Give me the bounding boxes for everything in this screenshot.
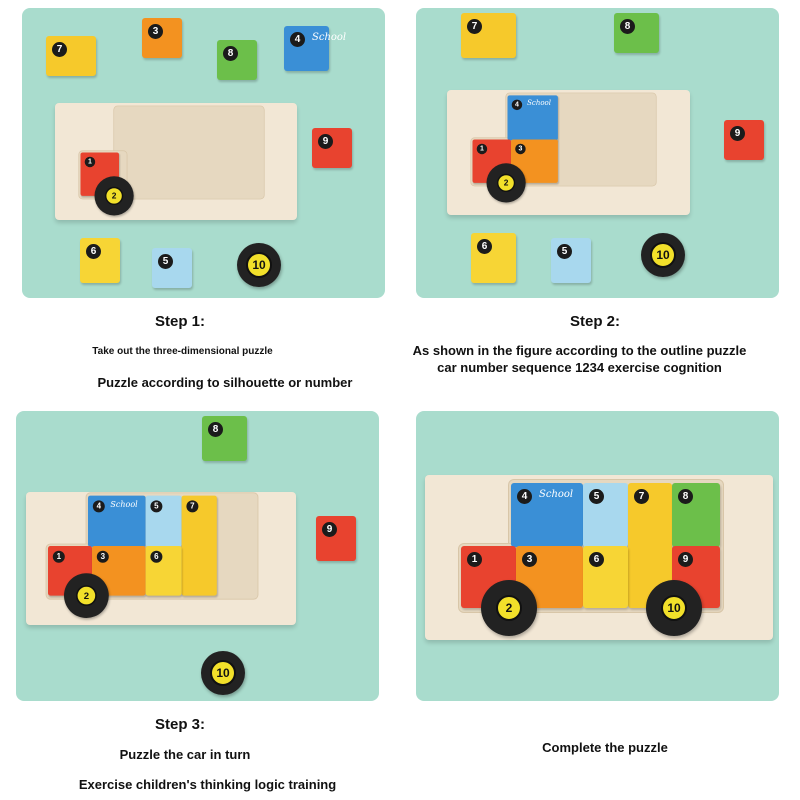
puzzle-piece-6: 6	[145, 546, 182, 596]
piece-number: 9	[322, 522, 337, 537]
piece-number: 9	[318, 134, 333, 149]
school-label: School	[527, 99, 551, 108]
puzzle-piece-8: 8	[217, 40, 257, 80]
puzzle-piece-4: 4 School	[511, 483, 583, 547]
piece-number: 1	[84, 156, 96, 168]
piece-number: 4	[92, 500, 105, 513]
puzzle-piece-9: 9	[312, 128, 352, 168]
complete-text: Complete the puzzle	[542, 740, 668, 755]
piece-number: 4	[290, 32, 305, 47]
piece-number: 8	[620, 19, 635, 34]
puzzle-piece-2: 2	[94, 176, 134, 216]
piece-number: 4	[511, 99, 523, 111]
puzzle-piece-4: 4 School	[88, 495, 146, 547]
piece-number: 9	[678, 552, 693, 567]
puzzle-piece-4: 4 School	[507, 95, 558, 141]
piece-number: 5	[158, 254, 173, 269]
step3-line1: Puzzle the car in turn	[119, 747, 251, 762]
piece-number: 1	[467, 552, 482, 567]
puzzle-piece-5: 5	[152, 248, 192, 288]
step3-line2: Exercise children's thinking logic train…	[78, 777, 337, 792]
puzzle-piece-3: 3	[142, 18, 182, 58]
puzzle-piece-2: 2	[64, 573, 109, 618]
school-label: School	[539, 489, 574, 500]
piece-number: 3	[515, 143, 526, 155]
piece-number: 8	[223, 46, 238, 61]
puzzle-piece-4: 4 School	[284, 26, 346, 71]
piece-number: 5	[589, 489, 604, 504]
piece-number: 10	[210, 660, 236, 686]
puzzle-piece-6: 6	[471, 233, 516, 283]
piece-number: 2	[496, 595, 522, 621]
puzzle-piece-5: 5	[583, 483, 628, 547]
piece-number: 7	[467, 19, 482, 34]
puzzle-piece-7: 7	[181, 495, 217, 596]
complete-image: 4 School 5 7 8 1 3 6 9 2 10	[416, 411, 779, 701]
puzzle-piece-10: 10	[237, 243, 281, 287]
piece-number: 6	[477, 239, 492, 254]
piece-number: 3	[522, 552, 537, 567]
step2-title: Step 2:	[569, 313, 620, 330]
piece-number: 7	[52, 42, 67, 57]
puzzle-piece-6: 6	[80, 238, 120, 283]
puzzle-piece-8: 8	[672, 483, 720, 547]
step2-text: As shown in the figure according to the …	[412, 343, 747, 375]
step1-title: Step 1:	[154, 313, 205, 330]
piece-number: 10	[246, 252, 272, 278]
piece-number: 5	[557, 244, 572, 259]
step2-image: 4 School 1 3 2 7 8 9 6 5 10	[416, 8, 779, 298]
puzzle-piece-9: 9	[724, 120, 764, 160]
school-label: School	[110, 500, 138, 510]
puzzle-piece-5: 5	[551, 238, 591, 283]
puzzle-piece-6: 6	[583, 546, 628, 608]
puzzle-piece-10: 10	[201, 651, 245, 695]
piece-number: 4	[517, 489, 532, 504]
puzzle-piece-9: 9	[316, 516, 356, 561]
puzzle-piece-8: 8	[202, 416, 247, 461]
piece-number: 3	[148, 24, 163, 39]
piece-number: 1	[476, 143, 488, 155]
piece-number: 8	[208, 422, 223, 437]
puzzle-piece-7: 7	[46, 36, 96, 76]
piece-number: 2	[76, 585, 97, 606]
piece-number: 2	[497, 173, 516, 192]
car-silhouette: 4 School 1 3 2	[441, 45, 695, 248]
piece-number: 5	[150, 500, 163, 513]
piece-number: 2	[105, 186, 124, 205]
car-silhouette: 4 School 5 7 8 1 3 6 9 2 10	[416, 411, 779, 701]
step1-line2: Puzzle according to silhouette or number	[97, 375, 353, 390]
piece-number: 3	[96, 550, 109, 563]
puzzle-piece-10: 10	[646, 580, 702, 636]
car-silhouette: 4 School 5 7 1 3 6 2	[16, 438, 302, 670]
piece-number: 6	[150, 550, 163, 563]
puzzle-piece-2: 2	[486, 163, 526, 203]
step3-image: 4 School 5 7 1 3 6 2 8 9 10	[16, 411, 379, 701]
piece-number: 7	[634, 489, 649, 504]
step3-title: Step 3:	[154, 716, 205, 733]
piece-number: 7	[186, 500, 199, 513]
step1-line1: Take out the three-dimensional puzzle	[92, 346, 273, 357]
piece-number: 6	[589, 552, 604, 567]
puzzle-piece-7: 7	[461, 13, 516, 58]
piece-number: 1	[52, 550, 65, 563]
outline-cutout	[113, 105, 265, 200]
piece-number: 9	[730, 126, 745, 141]
puzzle-piece-10: 10	[641, 233, 685, 277]
puzzle-piece-5: 5	[145, 495, 182, 547]
piece-number: 10	[650, 242, 676, 268]
puzzle-piece-2: 2	[481, 580, 537, 636]
piece-number: 6	[86, 244, 101, 259]
piece-number: 10	[661, 595, 687, 621]
school-label: School	[312, 32, 347, 43]
puzzle-piece-8: 8	[614, 13, 659, 53]
piece-number: 8	[678, 489, 693, 504]
